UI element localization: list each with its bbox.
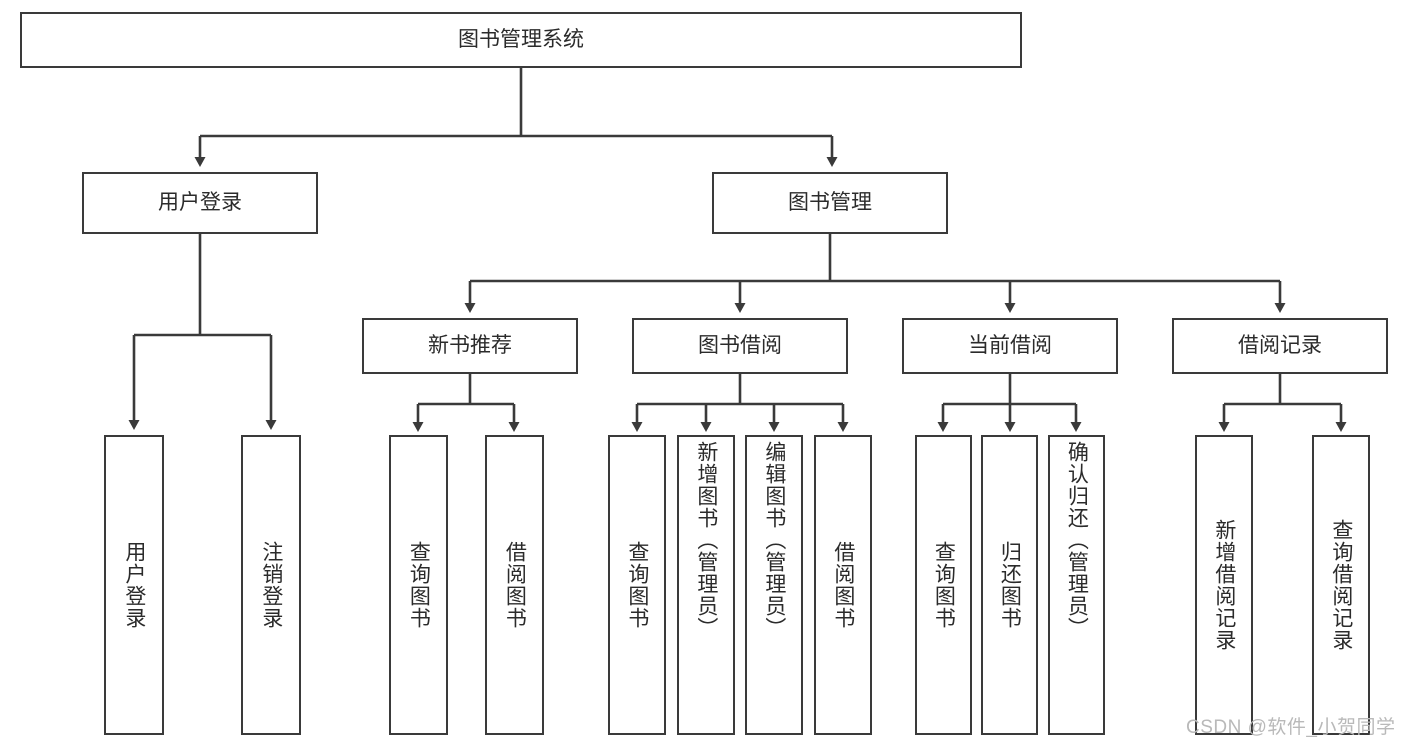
- node-label: 新增图书（管理员）: [694, 441, 718, 639]
- leaf-logout[interactable]: 注销登录: [241, 435, 301, 735]
- node-label: 确认归还（管理员）: [1065, 441, 1089, 639]
- leaf-borrow-add-book-admin[interactable]: 新增图书（管理员）: [677, 435, 735, 735]
- node-label: 图书管理系统: [458, 28, 584, 52]
- node-label: 编辑图书（管理员）: [762, 441, 786, 639]
- leaf-current-query-book[interactable]: 查询图书: [915, 435, 972, 735]
- leaf-borrow-edit-book-admin[interactable]: 编辑图书（管理员）: [745, 435, 803, 735]
- node-label: 新书推荐: [428, 334, 512, 358]
- node-label: 用户登录: [158, 191, 242, 215]
- leaf-recommend-query-book[interactable]: 查询图书: [389, 435, 448, 735]
- leaf-user-login[interactable]: 用户登录: [104, 435, 164, 735]
- node-label: 图书借阅: [698, 334, 782, 358]
- node-label: 图书管理: [788, 191, 872, 215]
- node-user-login[interactable]: 用户登录: [82, 172, 318, 234]
- leaf-records-add-record[interactable]: 新增借阅记录: [1195, 435, 1253, 735]
- node-label: 查询图书: [407, 541, 431, 629]
- node-label: 借阅图书: [831, 541, 855, 629]
- node-label: 当前借阅: [968, 334, 1052, 358]
- node-label: 借阅图书: [503, 541, 527, 629]
- node-label: 查询图书: [932, 541, 956, 629]
- leaf-borrow-query-book[interactable]: 查询图书: [608, 435, 666, 735]
- leaf-records-query-record[interactable]: 查询借阅记录: [1312, 435, 1370, 735]
- node-label: 用户登录: [122, 541, 146, 629]
- node-book-borrow[interactable]: 图书借阅: [632, 318, 848, 374]
- leaf-current-confirm-return-admin[interactable]: 确认归还（管理员）: [1048, 435, 1105, 735]
- leaf-recommend-borrow-book[interactable]: 借阅图书: [485, 435, 544, 735]
- node-borrow-records[interactable]: 借阅记录: [1172, 318, 1388, 374]
- leaf-current-return-book[interactable]: 归还图书: [981, 435, 1038, 735]
- node-book-management[interactable]: 图书管理: [712, 172, 948, 234]
- node-label: 新增借阅记录: [1212, 519, 1236, 651]
- node-label: 注销登录: [259, 541, 283, 629]
- node-root-system[interactable]: 图书管理系统: [20, 12, 1022, 68]
- node-label: 借阅记录: [1238, 334, 1322, 358]
- node-label: 查询图书: [625, 541, 649, 629]
- watermark: CSDN @软件_小贺同学: [1186, 717, 1396, 738]
- node-label: 查询借阅记录: [1329, 519, 1353, 651]
- node-label: 归还图书: [998, 541, 1022, 629]
- node-new-book-recommend[interactable]: 新书推荐: [362, 318, 578, 374]
- leaf-borrow-borrow-book[interactable]: 借阅图书: [814, 435, 872, 735]
- node-current-borrow[interactable]: 当前借阅: [902, 318, 1118, 374]
